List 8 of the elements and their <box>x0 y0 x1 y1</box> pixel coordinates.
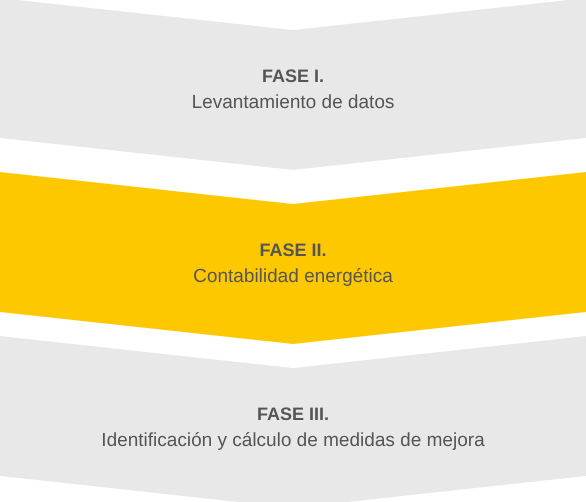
chevron-box <box>0 336 586 502</box>
phase-description: Identificación y cálculo de medidas de mejora <box>101 429 485 454</box>
phase-description: Contabilidad energética <box>193 265 393 290</box>
phase-description: Levantamiento de datos <box>192 91 394 116</box>
phase-heading: FASE I. <box>262 64 324 88</box>
phase-heading: FASE III. <box>256 402 330 426</box>
phase-heading: FASE II. <box>259 238 327 262</box>
chevron-box <box>0 172 586 344</box>
